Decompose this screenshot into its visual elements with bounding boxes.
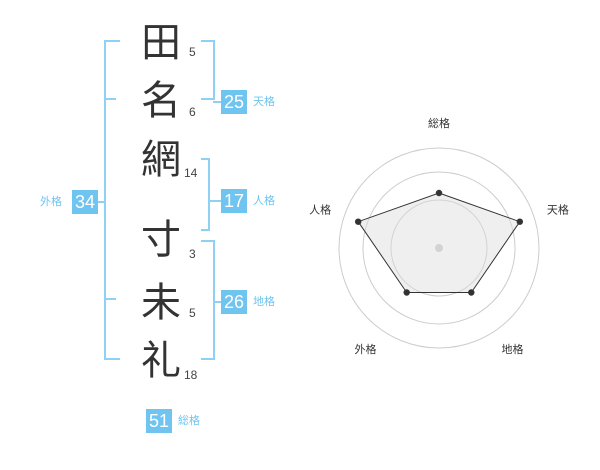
name-char-6: 礼 xyxy=(141,338,181,384)
tenkaku-bracket-bottom xyxy=(201,98,215,100)
gaikaku-bracket-bottom xyxy=(104,358,120,360)
jinkaku-value: 17 xyxy=(221,189,248,213)
name-char-1: 田 xyxy=(141,20,181,66)
radar-axis-label-1: 総格 xyxy=(428,116,450,130)
stroke-count-3: 14 xyxy=(184,166,198,180)
stroke-count-4: 3 xyxy=(189,247,196,261)
stroke-count-5: 5 xyxy=(189,306,196,320)
radar-axis-label-5: 人格 xyxy=(309,202,331,216)
gaikaku-bracket-tick-2 xyxy=(104,298,116,300)
stroke-count-6: 18 xyxy=(184,368,198,382)
tenkaku-connector xyxy=(213,101,221,103)
radar-ring-1 xyxy=(390,199,488,297)
name-char-4: 寸 xyxy=(141,217,181,263)
gaikaku-bracket xyxy=(104,40,106,360)
gaikaku-value: 34 xyxy=(72,190,99,214)
radar-axis-label-3: 地格 xyxy=(502,342,524,356)
chikaku-label: 地格 xyxy=(253,295,275,308)
soukaku-value: 51 xyxy=(146,409,173,433)
name-char-2: 名 xyxy=(141,78,181,124)
tenkaku-bracket-top xyxy=(201,40,215,42)
tenkaku-value: 25 xyxy=(221,90,248,114)
jinkaku-connector xyxy=(208,200,221,202)
radar-polygon xyxy=(357,192,521,293)
chikaku-connector xyxy=(213,301,221,303)
radar-point-4 xyxy=(403,289,410,296)
radar-point-3 xyxy=(468,289,475,296)
chikaku-value: 26 xyxy=(221,290,248,314)
soukaku-label: 総格 xyxy=(178,414,200,427)
tenkaku-label: 天格 xyxy=(253,95,275,108)
gaikaku-label: 外格 xyxy=(40,195,62,208)
chikaku-bracket xyxy=(213,240,215,360)
jinkaku-bracket xyxy=(208,158,210,231)
jinkaku-bracket-bottom xyxy=(201,229,210,231)
radar-center-dot xyxy=(435,244,443,252)
radar-axis-label-2: 天格 xyxy=(547,202,569,216)
chikaku-bracket-bottom xyxy=(201,358,215,360)
tenkaku-bracket xyxy=(213,40,215,100)
radar-ring-3 xyxy=(338,147,540,349)
jinkaku-label: 人格 xyxy=(253,194,275,207)
name-char-5: 未 xyxy=(141,280,181,326)
radar-ring-2 xyxy=(362,171,516,325)
radar-point-1 xyxy=(435,189,443,197)
gaikaku-bracket-top xyxy=(104,40,120,42)
stroke-count-2: 6 xyxy=(189,105,196,119)
radar-point-5 xyxy=(355,218,362,225)
chikaku-bracket-top xyxy=(201,240,215,242)
gaikaku-bracket-tick-1 xyxy=(104,98,116,100)
gaikaku-connector xyxy=(96,201,106,203)
radar-point-2 xyxy=(516,218,523,225)
stroke-count-1: 5 xyxy=(189,45,196,59)
jinkaku-bracket-top xyxy=(201,158,210,160)
radar-axis-label-4: 外格 xyxy=(355,342,377,356)
name-char-3: 網 xyxy=(141,137,181,183)
